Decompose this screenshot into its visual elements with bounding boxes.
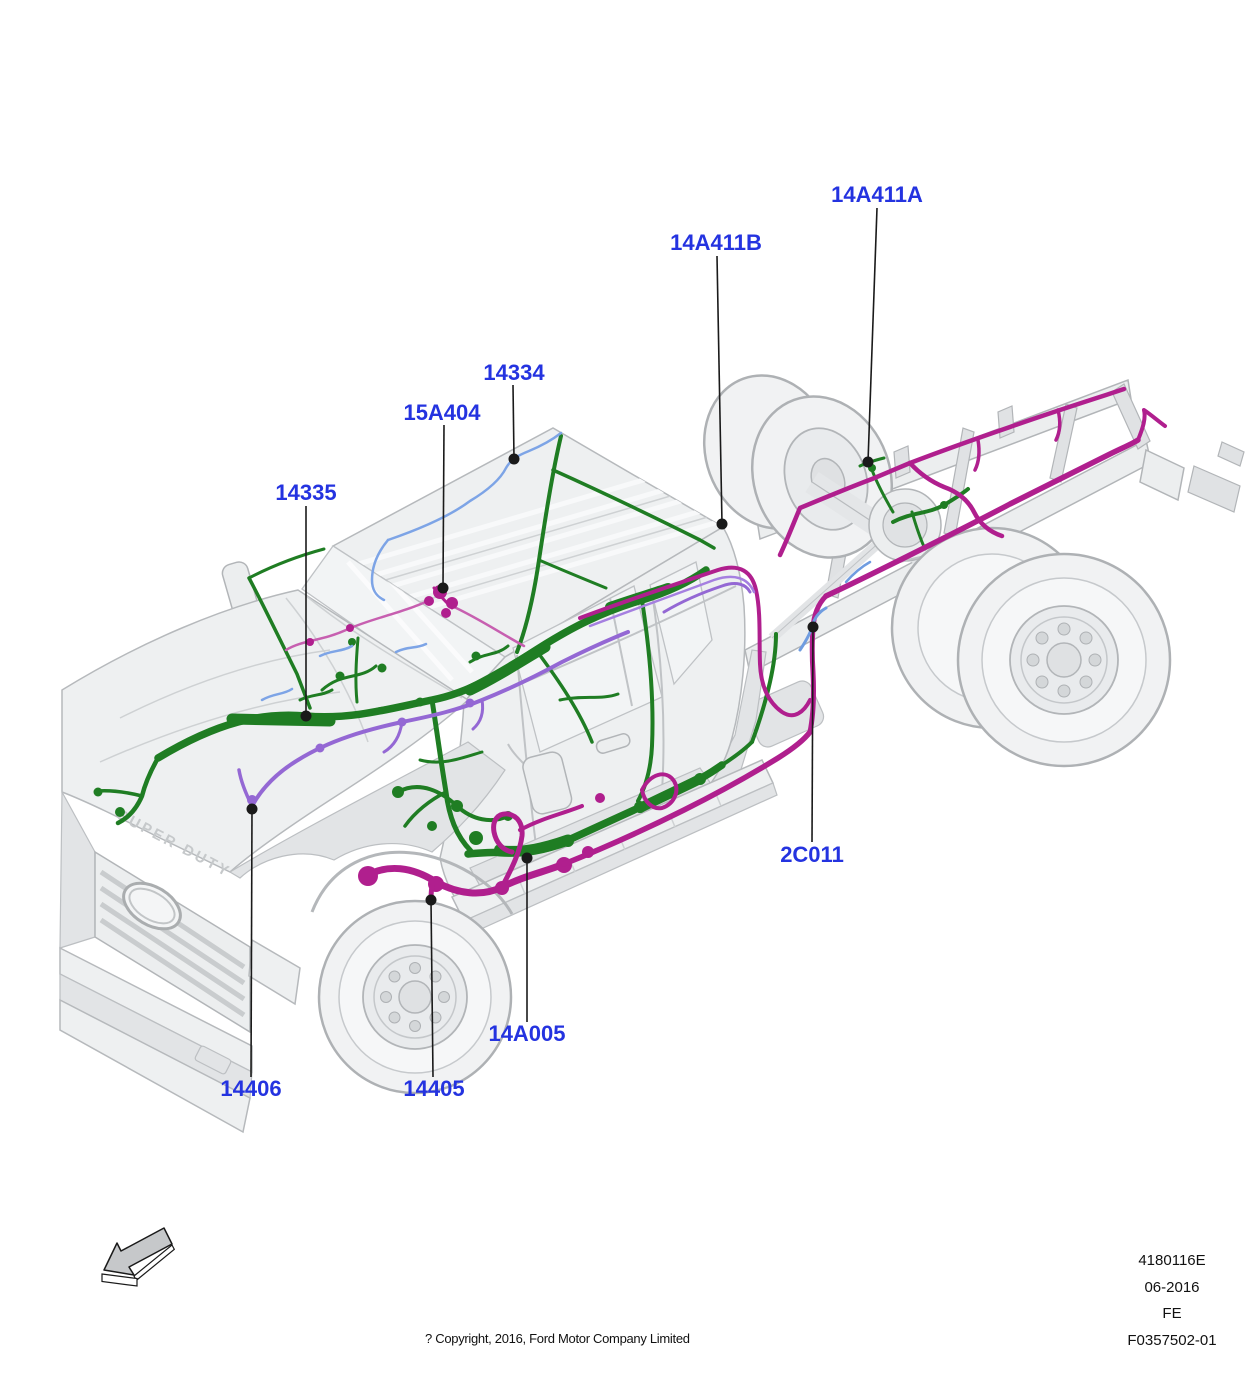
- leader-line: [512, 384, 515, 460]
- callout-14335: 14335: [275, 480, 337, 722]
- leader-line: [811, 626, 814, 843]
- leader-line: [430, 899, 434, 1078]
- part-number-label[interactable]: 14A411A: [831, 182, 923, 207]
- part-number-label[interactable]: 14A005: [488, 1021, 565, 1046]
- callout-14A411B: 14A411B: [670, 230, 762, 530]
- hood: [61, 589, 470, 873]
- callout-14A005: 14A005: [488, 852, 566, 1046]
- rear-near-wheels: [890, 526, 1172, 768]
- part-number-label[interactable]: 15A404: [403, 400, 481, 425]
- harness-blue: [260, 431, 872, 702]
- harness-magenta: [284, 386, 1167, 904]
- part-number-label[interactable]: 14A411B: [670, 230, 762, 255]
- callout-dot: [437, 582, 449, 594]
- callout-dot: [425, 894, 437, 906]
- part-number-label[interactable]: 14405: [403, 1076, 464, 1101]
- callout-14406: 14406: [220, 803, 282, 1101]
- callout-14405: 14405: [403, 894, 465, 1101]
- headlight: [248, 938, 301, 1006]
- callout-dot: [508, 453, 520, 465]
- part-number-label[interactable]: 14335: [275, 480, 336, 505]
- callout-dot: [521, 852, 533, 864]
- leader-line: [716, 255, 723, 525]
- reference-block: 4180116E 06-2016 FE F0357502-01: [1105, 1248, 1239, 1355]
- leader-line: [867, 207, 878, 463]
- direction-arrow-icon: [101, 1227, 176, 1287]
- date-code: 06-2016: [1144, 1278, 1200, 1296]
- leader-line: [250, 808, 253, 1078]
- cab: [221, 427, 778, 935]
- part-number-label[interactable]: 2C011: [780, 842, 844, 867]
- callout-dot: [807, 621, 819, 633]
- callout-2C011: 2C011: [780, 621, 844, 867]
- callout-14334: 14334: [483, 360, 545, 465]
- callout-14A411A: 14A411A: [831, 182, 923, 468]
- figure-number: F0357502-01: [1127, 1332, 1217, 1350]
- door-handle: [595, 733, 631, 754]
- callout-dot: [862, 456, 874, 468]
- callout-15A404: 15A404: [403, 400, 481, 594]
- front-end: SUPER DUTY: [59, 589, 514, 1134]
- leader-line: [442, 424, 445, 589]
- ford-oval-badge: [122, 881, 182, 931]
- market-code: FE: [1162, 1305, 1182, 1323]
- callout-dot: [300, 710, 312, 722]
- front-wheel: [317, 899, 513, 1095]
- right-mirror: [522, 751, 573, 815]
- callout-dot: [716, 518, 728, 530]
- part-number-label[interactable]: 14334: [483, 360, 545, 385]
- part-number-label[interactable]: 14406: [220, 1076, 281, 1101]
- copyright-text: ? Copyright, 2016, Ford Motor Company Li…: [425, 1331, 690, 1346]
- harness-purple: [237, 575, 756, 808]
- callout-dot: [246, 803, 258, 815]
- catalog-number: 4180116E: [1138, 1252, 1206, 1269]
